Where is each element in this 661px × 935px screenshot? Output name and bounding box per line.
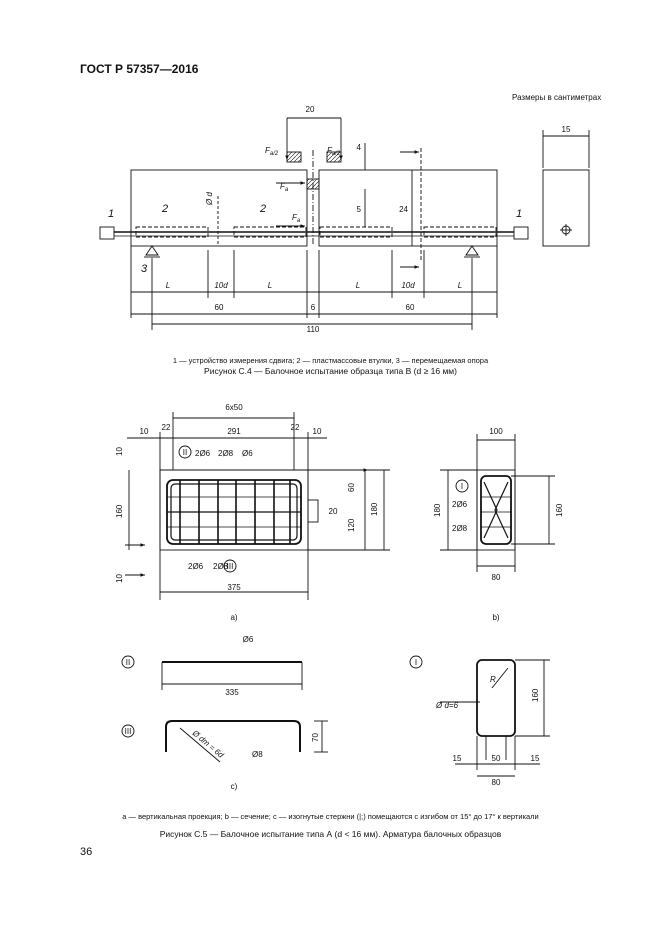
dim-180-b: 180: [433, 503, 442, 517]
roman-II: II: [183, 448, 187, 457]
beam-left-half: [130, 169, 308, 247]
figure-c4: [99, 117, 590, 330]
dim-15-left: 15: [453, 754, 462, 763]
dim-100: 100: [489, 427, 503, 436]
dim-L-2: L: [268, 281, 272, 290]
dim-180: 180: [370, 502, 379, 516]
force-label-2: Fa: [292, 213, 301, 224]
callout-1-right: 1: [516, 208, 522, 220]
dim-160: 160: [115, 504, 124, 518]
dim-24: 24: [399, 205, 408, 214]
dim-20: 20: [306, 105, 315, 114]
dim-15-right: 15: [531, 754, 540, 763]
dim-22-right: 22: [291, 423, 300, 432]
rebar-2phi6-top: 2Ø6: [195, 449, 211, 458]
view-label-a: a): [230, 613, 237, 622]
view-label-c: c): [231, 782, 238, 791]
dim-291: 291: [227, 427, 241, 436]
dim-6x50: 6x50: [225, 403, 243, 412]
radius-R: R: [490, 675, 496, 684]
slip-device-right: [513, 226, 529, 240]
load-label-left: Fa/2: [265, 146, 279, 157]
dim-160-c: 160: [531, 688, 540, 702]
beam-side-view: [542, 169, 590, 247]
figure-c5-caption: Рисунок С.5 — Балочное испытание типа А …: [159, 829, 502, 839]
rebar-2phi8-top: 2Ø8: [218, 449, 234, 458]
load-label-right: Fa/2: [327, 146, 341, 157]
figure-c5-legend: а — вертикальная проекция; b — сечение; …: [122, 812, 539, 821]
callout-1-left: 1: [108, 208, 114, 220]
dim-335: 335: [225, 688, 239, 697]
rebar-2phi8-b: 2Ø8: [452, 524, 468, 533]
page-number: 36: [80, 846, 93, 858]
units-note: Размеры в сантиметрах: [512, 93, 602, 102]
figure-c4-caption: Рисунок С.4 — Балочное испытание образца…: [204, 366, 457, 376]
dim-10d-1: 10d: [214, 281, 228, 290]
figure-c5a-labels: 6x50 10 22 291 22 10 II 2Ø6 2Ø8 Ø6 10 16…: [115, 403, 379, 622]
force-label: Fa: [280, 182, 289, 193]
dim-10-right: 10: [313, 427, 322, 436]
figure-c5b-labels: 100 I 180 2Ø6 2Ø8 160 80 b): [433, 427, 564, 622]
support-right: [465, 245, 479, 256]
figure-c5b: [440, 434, 555, 572]
roman-III-c: III: [125, 727, 132, 736]
dim-22-left: 22: [162, 423, 171, 432]
rebar-2phi6-bottom: 2Ø6: [188, 562, 204, 571]
dim-80-b: 80: [492, 573, 501, 582]
dim-60: 60: [347, 483, 356, 492]
bend-diameter: Ø dm = 6d: [190, 728, 226, 760]
document-header: ГОСТ Р 57357—2016: [80, 62, 199, 76]
dim-20: 20: [329, 507, 338, 516]
dim-70: 70: [311, 733, 320, 742]
beam-right-half: [318, 169, 498, 247]
dim-L-4: L: [458, 281, 462, 290]
rebar-2phi6-b: 2Ø6: [452, 500, 468, 509]
dim-6: 6: [311, 303, 316, 312]
slip-device-left: [99, 226, 115, 240]
dim-160-b: 160: [555, 503, 564, 517]
roman-I-c: I: [415, 658, 417, 667]
support-left: [145, 245, 159, 256]
view-label-b: b): [492, 613, 499, 622]
rebar-2phi8-bottom: 2Ø8: [213, 562, 229, 571]
rebar-phi8-c: Ø8: [252, 750, 263, 759]
dim-50: 50: [492, 754, 501, 763]
dim-phi-d: Ø d: [205, 192, 214, 206]
dim-80-c: 80: [492, 778, 501, 787]
figure-c5c: [121, 655, 550, 777]
sleeve-1: [135, 226, 209, 238]
roman-I: I: [461, 482, 463, 491]
figure-c4-legend: 1 — устройство измерения сдвига; 2 — пла…: [172, 356, 489, 365]
roman-III: III: [227, 562, 234, 571]
dim-110: 110: [307, 325, 320, 334]
sleeve-4: [423, 226, 497, 238]
phi-d6: Ø d=6: [435, 701, 459, 710]
callout-2-left: 2: [161, 203, 168, 215]
rebar-phi6-top: Ø6: [242, 449, 253, 458]
dim-L-1: L: [166, 281, 170, 290]
roman-II-c: II: [126, 658, 130, 667]
dim-4: 4: [357, 143, 362, 152]
figure-c4-labels: 20 15 4 5 24 Fa/2 Fa/2 Fa Fa 1 1 2 2 3 Ø…: [108, 105, 571, 334]
dim-60-right: 60: [406, 303, 415, 312]
figure-c5a: [125, 412, 390, 600]
dim-L-3: L: [356, 281, 360, 290]
dim-5: 5: [357, 205, 362, 214]
dim-15: 15: [562, 125, 571, 134]
sleeve-3: [319, 226, 393, 238]
dim-120: 120: [347, 518, 356, 532]
sleeve-2: [233, 226, 307, 238]
dim-10-top: 10: [115, 447, 124, 456]
callout-3: 3: [141, 263, 148, 275]
dim-60-left: 60: [215, 303, 224, 312]
rebar-phi6-c: Ø6: [243, 635, 254, 644]
dim-10d-2: 10d: [401, 281, 415, 290]
dim-375: 375: [227, 583, 241, 592]
dim-10-left: 10: [140, 427, 149, 436]
callout-2-right: 2: [259, 203, 266, 215]
dim-10-bottom: 10: [115, 574, 124, 583]
load-plate-left: [286, 151, 302, 163]
